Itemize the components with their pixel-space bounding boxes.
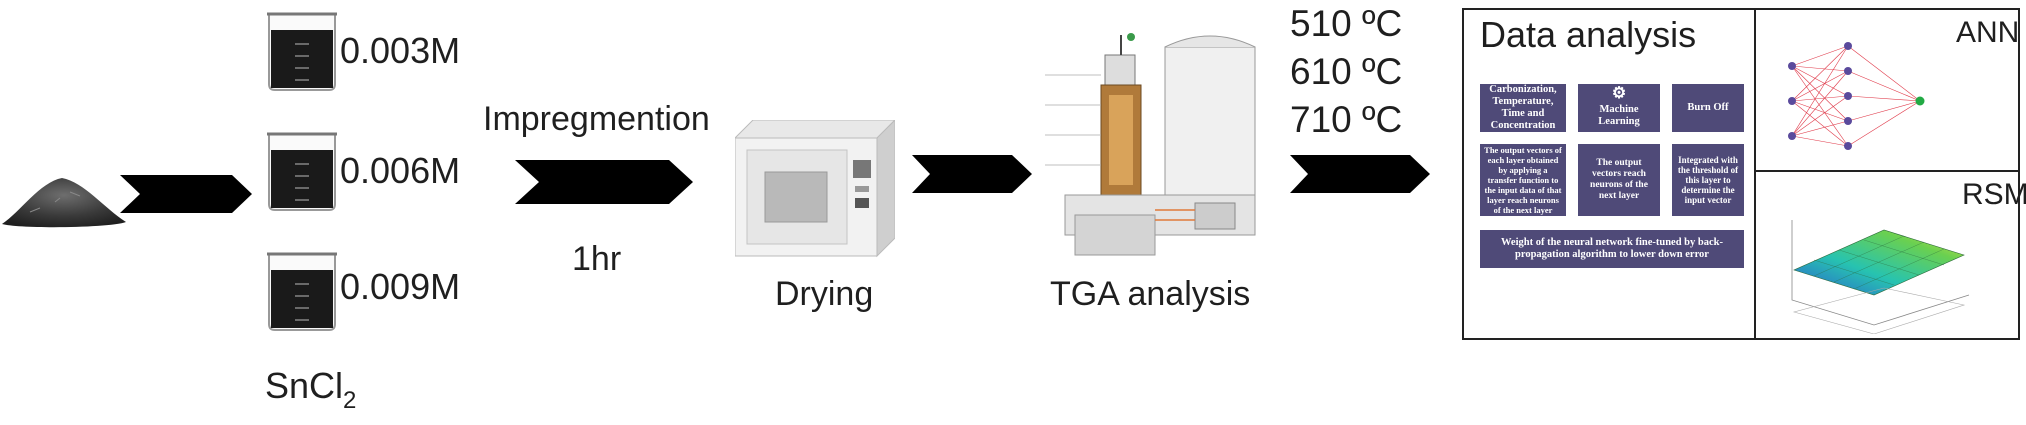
tga-instrument-image xyxy=(1045,33,1256,256)
arrow-right-icon xyxy=(515,160,693,204)
tga-label: TGA analysis xyxy=(1050,275,1251,313)
flow-box-weight: Weight of the neural network fine-tuned … xyxy=(1478,228,1746,270)
drying-oven-image xyxy=(735,120,895,258)
flow-box-integrated: Integrated with the threshold of this la… xyxy=(1670,142,1746,218)
rsm-surface-image xyxy=(1791,220,1970,334)
beaker-icon xyxy=(267,132,337,211)
flow-box-inputs: Carbonization, Temperature, Time and Con… xyxy=(1478,82,1568,134)
arrow-right-icon xyxy=(120,175,252,213)
ann-network-image xyxy=(1788,42,1925,150)
temperature-label-3: 710 ºC xyxy=(1290,99,1403,140)
arrow-right-icon xyxy=(912,155,1032,193)
beaker-icon xyxy=(267,12,337,91)
time-label: 1hr xyxy=(572,240,622,278)
beaker-icon xyxy=(267,252,337,331)
concentration-label-2: 0.006M xyxy=(340,150,461,191)
flow-box-output-vector: The output vectors of each layer obtaine… xyxy=(1478,142,1568,218)
arrow-right-icon xyxy=(1290,155,1430,193)
carbon-powder-image xyxy=(2,178,126,228)
flow-box-machine-learning: ⚙ Machine Learning xyxy=(1576,82,1662,134)
concentration-label-3: 0.009M xyxy=(340,266,461,307)
concentration-label-1: 0.003M xyxy=(340,30,461,71)
flow-box-reach: The output vectors reach neurons of the … xyxy=(1576,142,1662,218)
temperature-label-1: 510 ºC xyxy=(1290,3,1403,44)
temperature-label-2: 610 ºC xyxy=(1290,51,1403,92)
data-analysis-panel: Data analysis Carbonization, Temperature… xyxy=(1462,8,2026,340)
panel-divider-vertical xyxy=(1754,10,1756,340)
ann-label: ANN xyxy=(1956,16,2020,49)
reagent-label: SnCl2 xyxy=(265,365,357,414)
impregnation-label: Impregmention xyxy=(483,100,710,138)
drying-label: Drying xyxy=(775,275,874,313)
rsm-label: RSM xyxy=(1962,178,2026,211)
flow-box-burnoff: Burn Off xyxy=(1670,82,1746,134)
data-analysis-title: Data analysis xyxy=(1480,14,1697,55)
brain-icon: ⚙ xyxy=(1611,85,1627,102)
panel-divider-horizontal xyxy=(1754,170,2020,172)
